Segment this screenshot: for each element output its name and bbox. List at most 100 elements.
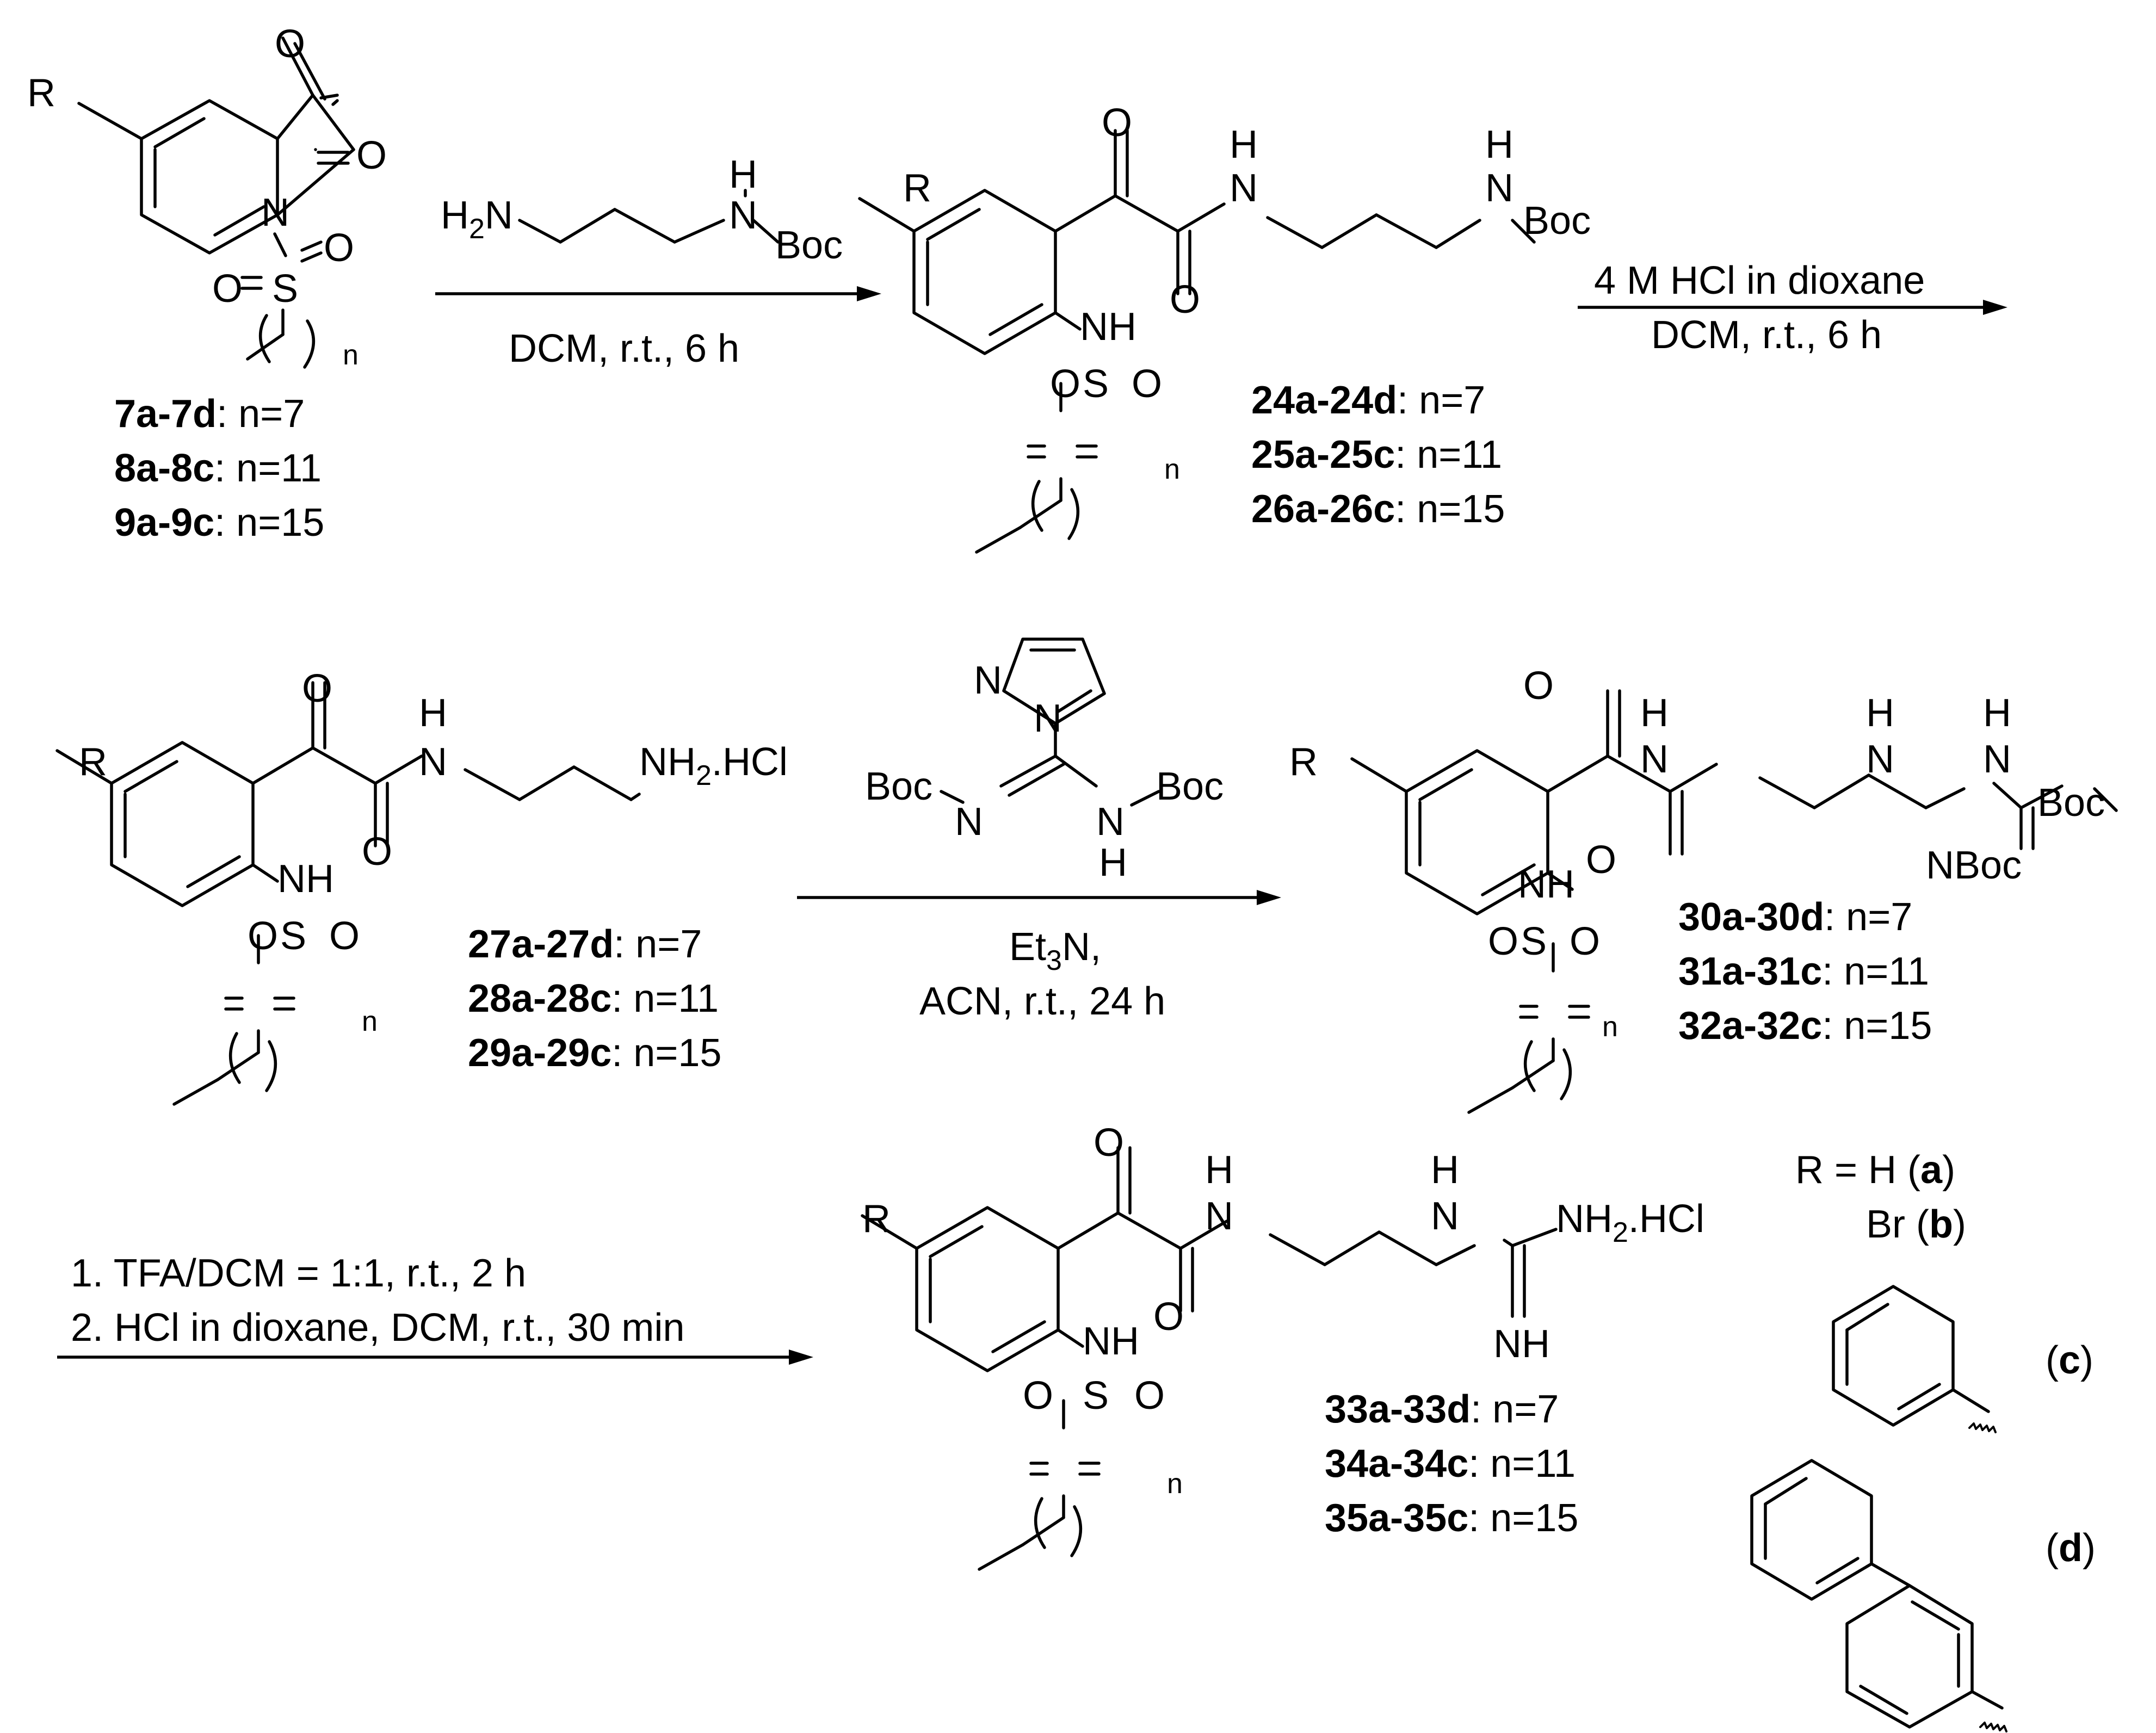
step1-conditions: DCM, r.t., 6 h	[509, 327, 739, 370]
oxygen-label: O	[356, 134, 387, 177]
hydrogen-label: H	[729, 153, 757, 196]
oxygen-label: O	[1153, 1295, 1184, 1339]
compound-label-29: 29a-29c: n=15	[468, 1031, 721, 1075]
nboc-label: NBoc	[1926, 844, 2022, 887]
oxygen-label: O	[329, 914, 360, 958]
nitrogen-label: N	[974, 659, 1002, 702]
reagent-h2n: H2N	[441, 194, 513, 245]
oxygen-label: O	[1134, 1374, 1165, 1418]
guanidine-chain	[1269, 1228, 1558, 1318]
nitrogen-label: N	[1485, 166, 1513, 210]
r-group-label: R	[79, 740, 107, 784]
compound-label-27: 27a-27d: n=7	[468, 923, 702, 966]
oxygen-label: O	[362, 830, 392, 874]
hydrogen-label: H	[1230, 123, 1258, 166]
boc-label: Boc	[2037, 781, 2105, 825]
r-legend-d: (d)	[2046, 1526, 2096, 1570]
nitrogen-label: N	[1640, 738, 1669, 781]
oxygen-label: O	[1102, 101, 1132, 145]
nh-label: NH	[277, 857, 334, 901]
nh-label: NH	[1518, 863, 1574, 906]
compound-label-33: 33a-33d: n=7	[1325, 1388, 1559, 1431]
oxygen-label: O	[1094, 1121, 1124, 1165]
oxygen-label: O	[302, 667, 332, 710]
oxygen-label: O	[275, 22, 305, 66]
nitrogen-label: N	[1034, 697, 1062, 740]
compound-label-7: 7a-7d: n=7	[114, 392, 305, 436]
nh2-hcl-label: NH2.HCl	[639, 740, 788, 791]
nitrogen-label: N	[1096, 800, 1125, 844]
n-subscript: n	[1167, 1468, 1183, 1500]
sulfur-label: S	[280, 914, 306, 958]
compound-label-35: 35a-35c: n=15	[1325, 1496, 1578, 1540]
step3-conditions: ACN, r.t., 24 h	[919, 980, 1165, 1023]
nitrogen-label: N	[1205, 1194, 1233, 1238]
oxygen-label: O	[212, 267, 243, 311]
isatin-structure	[77, 36, 355, 369]
r-group-label: R	[862, 1197, 891, 1241]
hydrogen-label: H	[1485, 123, 1513, 166]
nh-label: NH	[1083, 1320, 1139, 1363]
nitrogen-label: N	[729, 194, 757, 237]
compound-label-32: 32a-32c: n=15	[1678, 1004, 1932, 1048]
boc-propyl-chain	[1266, 213, 1536, 249]
step4-line1: 1. TFA/DCM = 1:1, r.t., 2 h	[71, 1252, 526, 1295]
amine-propyl-chain	[464, 765, 641, 801]
compound-label-28: 28a-28c: n=11	[468, 977, 719, 1020]
hydrogen-label: H	[1099, 841, 1127, 884]
phenyl-substituent	[1832, 1285, 1997, 1433]
compound-label-31: 31a-31c: n=11	[1678, 950, 1929, 993]
sulfur-label: S	[1521, 920, 1547, 963]
compound-label-24: 24a-24d: n=7	[1251, 379, 1485, 422]
step2-reagent: 4 M HCl in dioxane	[1594, 259, 1925, 302]
nitrogen-label: N	[1230, 166, 1258, 210]
compound-label-30: 30a-30d: n=7	[1678, 895, 1912, 939]
nitrogen-label: N	[419, 740, 447, 784]
sulfur-label: S	[272, 267, 298, 311]
oxygen-label: O	[248, 914, 278, 958]
n-subscript: n	[343, 339, 359, 371]
hydrogen-label: H	[1431, 1148, 1459, 1192]
arrowhead	[1257, 890, 1281, 905]
hydrogen-label: H	[1866, 691, 1894, 735]
r-legend-a: R = H (a)	[1795, 1148, 1955, 1192]
nitrogen-label: N	[1431, 1194, 1459, 1238]
biphenyl-substituent	[1750, 1459, 2007, 1732]
r-group-label: R	[27, 71, 55, 115]
arrowhead	[1983, 300, 2007, 315]
imine-nh-label: NH	[1493, 1322, 1550, 1366]
step4-line2: 2. HCl in dioxane, DCM, r.t., 30 min	[71, 1306, 684, 1350]
n-subscript: n	[1602, 1011, 1618, 1043]
sulfur-label: S	[1083, 1374, 1109, 1418]
oxygen-label: O	[1570, 920, 1600, 963]
hydrogen-label: H	[1983, 691, 2011, 735]
boc-label: Boc	[775, 224, 843, 267]
hydrogen-label: H	[1205, 1148, 1233, 1192]
nitrogen-label: N	[261, 191, 289, 234]
nitrogen-label: N	[1983, 738, 2011, 781]
boc-label: Boc	[865, 765, 932, 808]
sulfur-label: S	[1083, 362, 1109, 406]
step3-base: Et3N,	[1009, 925, 1101, 976]
boc-guanidine-chain	[1758, 773, 2118, 850]
oxygen-label: O	[1132, 362, 1162, 406]
oxygen-label: O	[1170, 278, 1200, 321]
r-legend-b: Br (b)	[1866, 1203, 1966, 1246]
n-subscript: n	[1164, 454, 1180, 485]
n-subscript: n	[362, 1006, 378, 1037]
oxygen-label: O	[1023, 1374, 1053, 1418]
hydrogen-label: H	[419, 691, 447, 735]
boc-label: Boc	[1523, 199, 1591, 243]
compound-label-9: 9a-9c: n=15	[114, 501, 324, 544]
step2-conditions: DCM, r.t., 6 h	[1651, 313, 1882, 357]
compound-label-8: 8a-8c: n=11	[114, 447, 322, 490]
oxygen-label: O	[1586, 838, 1616, 882]
arrowhead	[789, 1350, 813, 1365]
oxygen-label: O	[1488, 920, 1518, 963]
r-group-label: R	[1289, 740, 1318, 784]
compound-label-25: 25a-25c: n=11	[1251, 433, 1502, 476]
oxygen-label: O	[1050, 362, 1080, 406]
oxygen-label: O	[1523, 664, 1554, 708]
compound-label-26: 26a-26c: n=15	[1251, 487, 1505, 531]
